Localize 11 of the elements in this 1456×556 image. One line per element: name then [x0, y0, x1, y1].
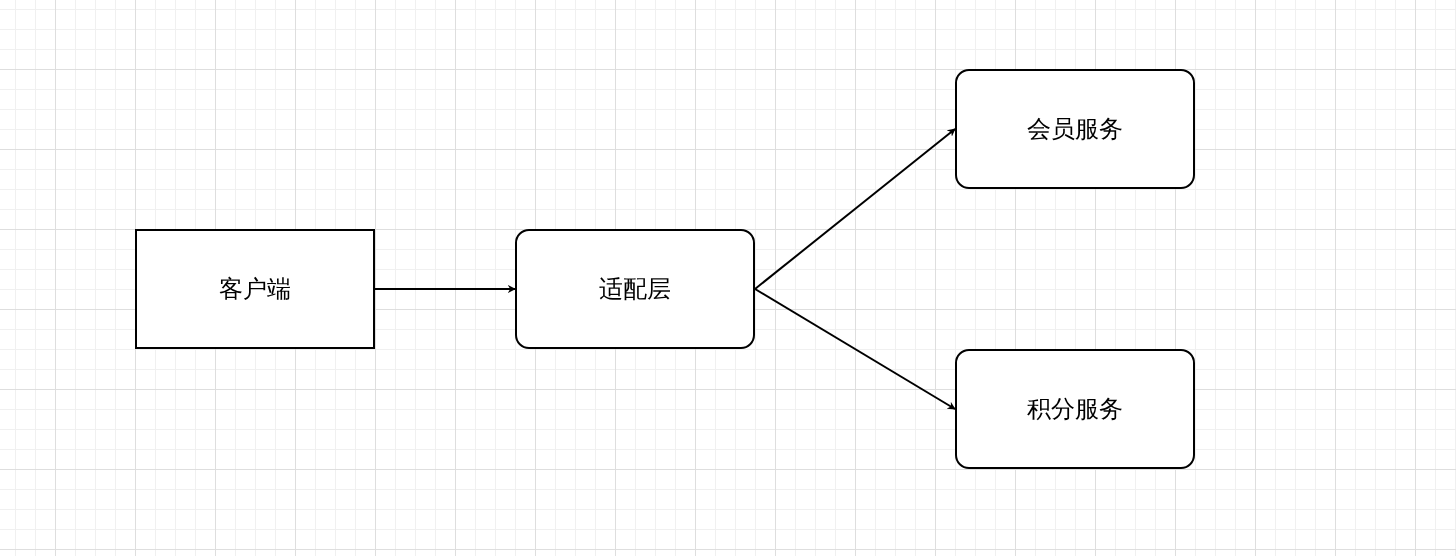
- arrow: [754, 288, 956, 410]
- rounded-box: [515, 229, 755, 349]
- node-label: 客户端: [219, 274, 291, 305]
- rounded-box: [955, 69, 1195, 189]
- rounded-box: [955, 349, 1195, 469]
- node-label: 适配层: [599, 274, 671, 305]
- process-box: [135, 229, 375, 349]
- node-label: 会员服务: [1027, 114, 1123, 145]
- arrow: [374, 285, 516, 293]
- node-label: 积分服务: [1027, 394, 1123, 425]
- arrow: [754, 128, 956, 290]
